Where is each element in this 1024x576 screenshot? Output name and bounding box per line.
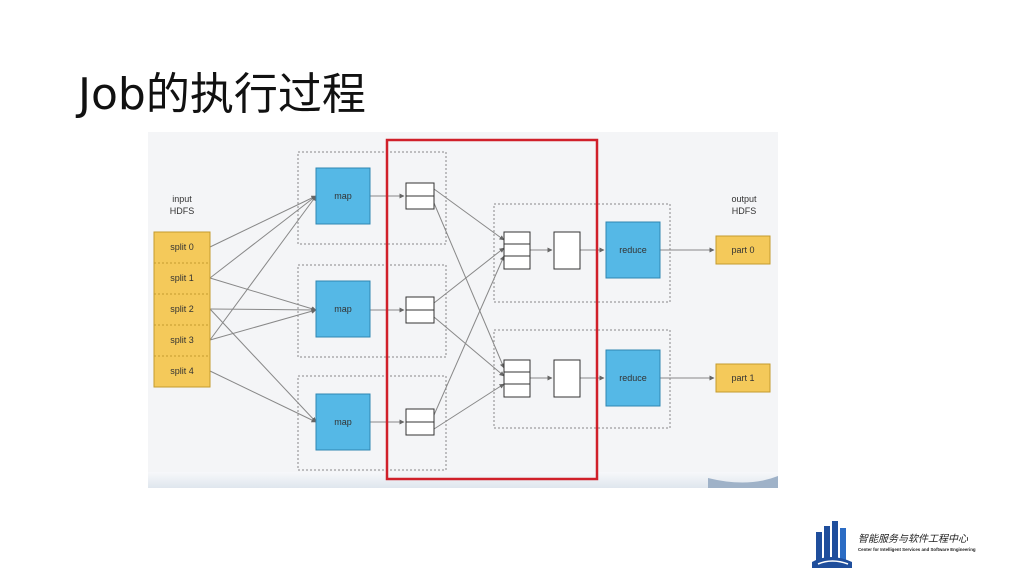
shuffle-highlight-box xyxy=(385,138,599,481)
mapreduce-diagram: input HDFS output HDFS split 0 split 1 s… xyxy=(148,132,778,488)
output-label-line2: HDFS xyxy=(732,206,757,216)
map-node-0-box xyxy=(315,167,371,225)
map-group-box-2 xyxy=(297,375,447,471)
input-label-line1: input xyxy=(172,194,192,204)
reduce-merge-buffer-1 xyxy=(503,359,531,398)
output-part-1: part 1 xyxy=(715,363,771,393)
map-output-buffer-1 xyxy=(405,296,435,324)
split-1-label: split 1 xyxy=(170,273,194,283)
map-node-0: map xyxy=(315,167,371,225)
output-part-0-box xyxy=(715,235,771,265)
reduce-sort-buffer-1 xyxy=(553,359,581,398)
map-node-1-label: map xyxy=(334,304,352,314)
split-stack-background xyxy=(153,231,211,388)
reduce-node-1: reduce xyxy=(605,349,661,407)
institution-logo: 智能服务与软件工程中心 Center for Intelligent Servi… xyxy=(812,521,976,568)
split-0-label: split 0 xyxy=(170,242,194,252)
figure-bottom-swoosh xyxy=(708,476,778,488)
logo-emblem-icon xyxy=(812,521,852,568)
output-label-line1: output xyxy=(731,194,757,204)
map-group-box-1 xyxy=(297,264,447,358)
slide-title: Job的执行过程 xyxy=(78,69,366,120)
map-output-buffer-0 xyxy=(405,182,435,210)
split-3-label: split 3 xyxy=(170,335,194,345)
map-output-buffer-2 xyxy=(405,408,435,436)
figure-background xyxy=(148,132,778,488)
input-splits: split 0 split 1 split 2 split 3 split 4 xyxy=(153,231,211,388)
reduce-merge-buffer-0 xyxy=(503,231,531,270)
reduce-node-0: reduce xyxy=(605,221,661,279)
reduce-node-1-label: reduce xyxy=(619,373,647,383)
reduce-node-0-box xyxy=(605,221,661,279)
map-node-1-box xyxy=(315,280,371,338)
output-part-1-box xyxy=(715,363,771,393)
output-part-1-label: part 1 xyxy=(731,373,754,383)
reduce-node-1-box xyxy=(605,349,661,407)
reduce-group-box-1 xyxy=(493,329,671,429)
split-4-label: split 4 xyxy=(170,366,194,376)
map-node-0-label: map xyxy=(334,191,352,201)
map-node-2-box xyxy=(315,393,371,451)
logo-name-en: Center for Intelligent Services and Soft… xyxy=(858,547,976,552)
map-node-2-label: map xyxy=(334,417,352,427)
reduce-node-0-label: reduce xyxy=(619,245,647,255)
input-label-line2: HDFS xyxy=(170,206,195,216)
logo-name-cn: 智能服务与软件工程中心 xyxy=(858,533,969,545)
reduce-group-box-0 xyxy=(493,203,671,303)
output-part-0: part 0 xyxy=(715,235,771,265)
reduce-sort-buffer-0 xyxy=(553,231,581,270)
split-2-label: split 2 xyxy=(170,304,194,314)
map-node-1: map xyxy=(315,280,371,338)
output-part-0-label: part 0 xyxy=(731,245,754,255)
map-node-2: map xyxy=(315,393,371,451)
